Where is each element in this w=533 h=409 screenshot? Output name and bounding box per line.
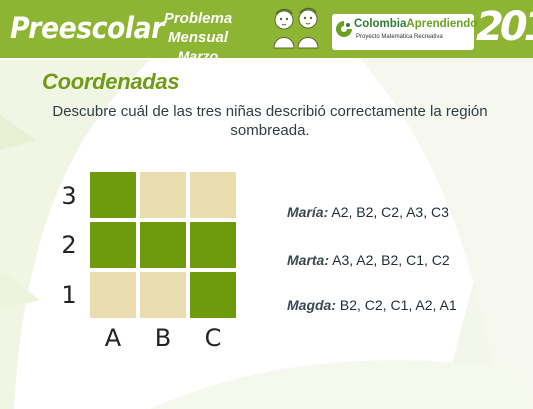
- cell-B3: [140, 172, 186, 218]
- logo-box: ColombiaAprendiendo Proyecto Matemática …: [332, 14, 478, 50]
- cell-A2: [90, 222, 136, 268]
- section-title: Coordenadas: [42, 69, 180, 94]
- brand-title: Preescolar: [10, 11, 164, 45]
- row-label-2: 2: [61, 231, 77, 259]
- header-banner: Preescolar Problema Mensual Marzo: [0, 0, 533, 64]
- row-label-3: 3: [61, 182, 77, 210]
- subtitle-line1: Problema Mensual: [163, 10, 233, 46]
- cell-C1: [190, 272, 236, 318]
- answer-value: B2, C2, C1, A2, A1: [339, 297, 457, 313]
- header-subtitle: Problema Mensual Marzo: [136, 9, 260, 66]
- cell-A3: [90, 172, 136, 218]
- cell-B1: [140, 272, 186, 318]
- answer-marta: Marta: A3, A2, B2, C1, C2: [287, 252, 450, 268]
- logo-swirl-icon: [336, 21, 352, 37]
- cell-C3: [190, 172, 236, 218]
- kids-illustration-icon: [273, 7, 319, 49]
- col-label-C: C: [204, 324, 222, 352]
- logo-name: ColombiaAprendiendo: [354, 18, 478, 30]
- row-label-1: 1: [61, 281, 77, 309]
- answer-maria: María: A2, B2, C2, A3, C3: [287, 204, 449, 220]
- answer-magda: Magda: B2, C2, C1, A2, A1: [287, 297, 457, 313]
- subtitle-line2: Marzo: [177, 48, 219, 64]
- cell-B2: [140, 222, 186, 268]
- logo-tagline: Proyecto Matemática Recreativa: [356, 34, 443, 40]
- answer-name: Magda:: [287, 297, 336, 313]
- cell-C2: [190, 222, 236, 268]
- year-label: 2016: [476, 4, 533, 50]
- cell-A1: [90, 272, 136, 318]
- answer-name: María:: [287, 204, 329, 220]
- col-label-A: A: [104, 324, 122, 352]
- question-text: Descubre cuál de las tres niñas describi…: [52, 103, 488, 139]
- answer-value: A3, A2, B2, C1, C2: [332, 252, 450, 268]
- col-label-B: B: [154, 324, 172, 352]
- answer-name: Marta:: [287, 252, 330, 268]
- answer-value: A2, B2, C2, A3, C3: [331, 204, 449, 220]
